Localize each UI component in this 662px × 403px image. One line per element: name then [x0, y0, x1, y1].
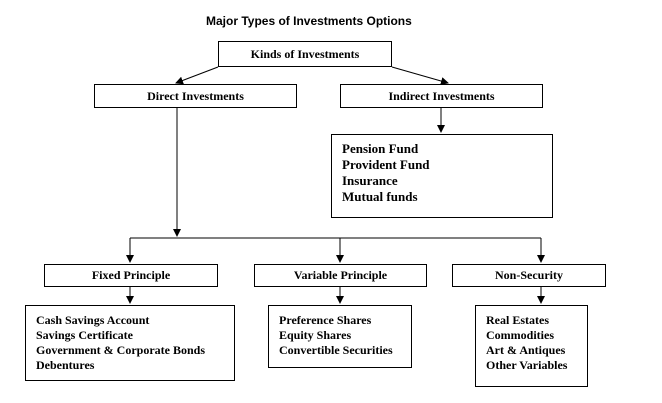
list-item: Art & Antiques — [486, 343, 566, 357]
list-item: Mutual funds — [342, 189, 418, 204]
variable-principle-list: Preference Shares Equity Shares Converti… — [268, 305, 412, 368]
list-item: Insurance — [342, 173, 398, 188]
list-item: Other Variables — [486, 358, 568, 372]
list-item: Preference Shares — [279, 313, 372, 327]
list-item: Debentures — [36, 358, 95, 372]
list-item: Equity Shares — [279, 328, 352, 342]
list-item: Cash Savings Account — [36, 313, 150, 327]
non-security-box: Non-Security — [452, 264, 606, 287]
fixed-principle-box: Fixed Principle — [44, 264, 218, 287]
non-security-label: Non-Security — [495, 268, 563, 282]
arrow-root-to-direct — [175, 66, 219, 85]
fixed-principle-list: Cash Savings Account Savings Certificate… — [25, 305, 235, 381]
list-item: Convertible Securities — [279, 343, 393, 357]
direct-investments-label: Direct Investments — [147, 88, 244, 103]
variable-principle-box: Variable Principle — [254, 264, 427, 287]
root-box: Kinds of Investments — [218, 41, 392, 67]
list-item: Pension Fund — [342, 141, 419, 156]
indirect-investments-box: Indirect Investments — [340, 84, 543, 108]
non-security-list: Real Estates Commodities Art & Antiques … — [475, 305, 588, 387]
variable-principle-label: Variable Principle — [293, 268, 388, 282]
indirect-investments-list: Pension Fund Provident Fund Insurance Mu… — [331, 134, 553, 218]
root-label: Kinds of Investments — [250, 46, 360, 61]
direct-investments-box: Direct Investments — [94, 84, 297, 108]
indirect-investments-label: Indirect Investments — [388, 88, 495, 103]
list-item: Savings Certificate — [36, 328, 133, 342]
list-item: Provident Fund — [342, 157, 430, 172]
arrow-root-to-indirect — [391, 66, 449, 85]
list-item: Real Estates — [486, 313, 549, 327]
fixed-principle-label: Fixed Principle — [91, 268, 171, 282]
list-item: Commodities — [486, 328, 554, 342]
list-item: Government & Corporate Bonds — [36, 343, 205, 357]
diagram-title: Major Types of Investments Options — [206, 14, 412, 28]
